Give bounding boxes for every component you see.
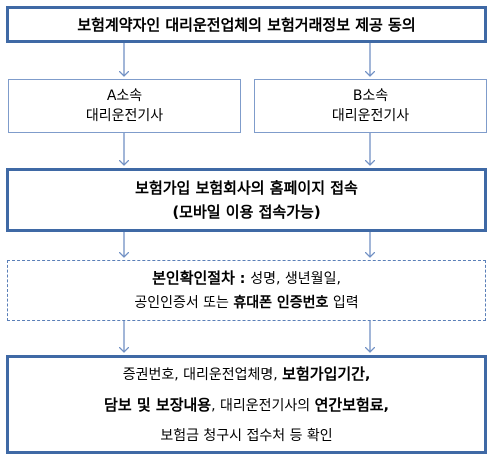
verification-cert-text: 공인인증서 또는 <box>134 295 234 311</box>
info-policy-number: 증권번호, 대리운전업체명, <box>122 366 283 383</box>
info-claim-office: 보험금 청구시 접수처 등 확인 <box>160 427 333 444</box>
agent-b-box: B소속 대리운전기사 <box>254 79 487 133</box>
verification-phone-code: 휴대폰 인증번호 <box>233 295 329 311</box>
insurance-info-box: 증권번호, 대리운전업체명, 보험가입기간, 담보 및 보장내용, 대리운전기사… <box>6 355 487 454</box>
info-line-2: 담보 및 보장내용, 대리운전기사의 연간보험료, <box>104 390 389 421</box>
info-comma-2: , <box>383 397 389 414</box>
info-line-3: 보험금 청구시 접수처 등 확인 <box>160 421 332 451</box>
verification-label: 본인확인절차 <box>152 269 235 287</box>
verification-colon: : <box>234 271 251 287</box>
homepage-access-title: 보험가입 보험회사의 홈페이지 접속 <box>135 179 358 197</box>
identity-verification-box: 본인확인절차 : 성명, 생년월일, 공인인증서 또는 휴대폰 인증번호 입력 <box>7 260 486 321</box>
consent-box: 보험계약자인 대리운전업체의 보험거래정보 제공 동의 <box>6 6 487 43</box>
info-coverage-details: 담보 및 보장내용 <box>104 395 212 414</box>
agent-a-role: 대리운전기사 <box>85 108 164 124</box>
info-coverage-period: 보험가입기간 <box>282 364 365 383</box>
homepage-access-box: 보험가입 보험회사의 홈페이지 접속 (모바일 이용 접속가능) <box>6 168 487 232</box>
mobile-access-note: (모바일 이용 접속가능) <box>172 203 321 221</box>
verification-line-2: 공인인증서 또는 휴대폰 인증번호 입력 <box>134 291 358 315</box>
info-line-1: 증권번호, 대리운전업체명, 보험가입기간, <box>123 359 371 390</box>
agent-a-box: A소속 대리운전기사 <box>8 79 241 133</box>
agent-b-role: 대리운전기사 <box>331 108 410 124</box>
verification-input-text: 입력 <box>328 295 359 311</box>
info-driver-text: , 대리운전기사의 <box>211 397 315 414</box>
info-comma-1: , <box>364 366 371 383</box>
verification-line-1: 본인확인절차 : 성명, 생년월일, <box>152 266 341 291</box>
info-annual-premium: 연간보험료 <box>314 395 384 414</box>
agent-b-affiliation: B소속 <box>352 88 389 104</box>
verification-items: 성명, 생년월일, <box>250 271 341 287</box>
consent-title: 보험계약자인 대리운전업체의 보험거래정보 제공 동의 <box>77 16 416 34</box>
agent-a-affiliation: A소속 <box>106 88 143 104</box>
